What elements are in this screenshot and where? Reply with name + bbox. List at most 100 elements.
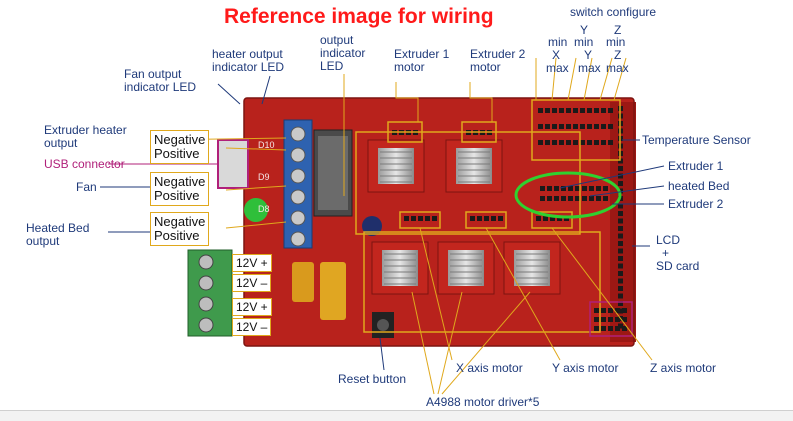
edge-header-pin	[618, 263, 623, 269]
lcd-header-pin	[594, 317, 599, 322]
driver-heatsink	[378, 148, 414, 184]
silk-d10: D10	[258, 140, 275, 150]
lcd-header-pin	[622, 326, 627, 331]
lcd-header-pin	[622, 308, 627, 313]
lcd-header-pin	[601, 326, 606, 331]
power-terminal-screw	[198, 317, 214, 333]
edge-header-pin	[618, 248, 623, 254]
edge-header-pin	[618, 323, 623, 329]
thermistor-pin	[547, 186, 552, 191]
endstop-pin	[538, 108, 543, 113]
edge-header-pin	[618, 256, 623, 261]
thermistor-pin	[568, 186, 573, 191]
endstop-pin	[601, 140, 606, 145]
blue-terminal-screw	[290, 147, 306, 163]
label-y-motor: Y axis motor	[552, 361, 619, 375]
label-heater-led-line2: indicator LED	[212, 60, 285, 74]
edge-header-pin	[618, 286, 623, 291]
lcd-header-pin	[601, 317, 606, 322]
lcd-header-pin	[608, 317, 613, 322]
terminal-bed-pos: Positive	[154, 228, 200, 243]
polyfuse-1	[292, 262, 314, 302]
endstop-min-3: min	[606, 35, 626, 49]
blue-terminal-screw	[290, 168, 306, 184]
lcd-header-pin	[601, 308, 606, 313]
endstop-pin	[580, 140, 585, 145]
power-12v-minus-2: 12V –	[232, 318, 272, 336]
lcd-header-pin	[594, 326, 599, 331]
label-heated-bed: Heated Bed output	[26, 222, 89, 248]
terminal-extruder-heater: Negative Positive	[150, 130, 210, 164]
edge-header-pin	[618, 173, 623, 179]
endstop-max-3: max	[606, 61, 629, 75]
endstop-pin	[587, 108, 592, 113]
z-header-pin	[564, 216, 569, 221]
label-output-led-line3: LED	[320, 59, 344, 73]
blue-terminal-screw	[290, 231, 306, 247]
endstop-pin	[545, 140, 550, 145]
thermistor-pin	[561, 186, 566, 191]
terminal-fan: Negative Positive	[150, 172, 210, 206]
endstop-pin	[552, 108, 557, 113]
label-extruder1-motor-line2: motor	[394, 60, 425, 74]
label-lcd-line2: +	[662, 246, 670, 260]
power-12v-plus-2: 12V +	[232, 298, 272, 316]
y-header-pin	[477, 216, 482, 221]
label-fan-led-line1: Fan output	[124, 67, 182, 81]
endstop-pin	[587, 140, 592, 145]
label-extruder2-motor: Extruder 2 motor	[470, 48, 525, 74]
power-terminal-screw	[198, 296, 214, 312]
label-reset: Reset button	[338, 372, 407, 386]
endstop-pin	[601, 108, 606, 113]
thermistor-highlight	[514, 171, 622, 219]
endstop-pin	[580, 108, 585, 113]
label-fan: Fan	[76, 180, 97, 194]
label-lcd-line1: LCD	[656, 233, 681, 247]
diagram-title: Reference image for wiring	[224, 5, 494, 28]
endstop-z: Z	[614, 48, 622, 62]
thermistor-pin	[603, 186, 608, 191]
lcd-header-pin	[594, 308, 599, 313]
label-extruder-heater-line1: Extruder heater	[44, 123, 127, 137]
thermistor-pin	[575, 196, 580, 201]
endstop-pin	[573, 124, 578, 129]
label-extruder-1: Extruder 1	[668, 159, 724, 173]
power-terminal-screw	[198, 254, 214, 270]
thermistor-pin	[547, 196, 552, 201]
terminal-heated-bed: Negative Positive	[150, 212, 210, 246]
label-lcd-line3: SD card	[656, 259, 700, 273]
endstop-max-2: max	[578, 61, 601, 75]
z-header-pin	[543, 216, 548, 221]
silk-d9: D9	[258, 172, 270, 182]
label-usb-connector: USB connector	[44, 157, 125, 171]
endstop-pin	[552, 140, 557, 145]
thermistor-pin	[554, 186, 559, 191]
label-temp-sensor: Temperature Sensor	[642, 133, 751, 147]
endstop-pin	[601, 124, 606, 129]
thermistor-pin	[596, 186, 601, 191]
x-header-pin	[411, 216, 416, 221]
edge-header-pin	[618, 278, 623, 284]
edge-header-pin	[618, 271, 623, 276]
endstop-pin	[566, 124, 571, 129]
y-header-pin	[484, 216, 489, 221]
label-heated-bed-line2: output	[26, 234, 60, 248]
endstop-pin	[538, 140, 543, 145]
blue-terminal-screw	[290, 189, 306, 205]
label-driver: A4988 motor driver*5	[426, 395, 540, 409]
driver-heatsink	[448, 250, 484, 286]
thermistor-pin	[540, 196, 545, 201]
edge-header-pin	[618, 233, 623, 239]
label-output-led: output indicator LED	[320, 34, 365, 73]
endstop-y-top: Y	[580, 23, 589, 37]
thermistor-pin	[589, 186, 594, 191]
silk-d8: D8	[258, 204, 270, 214]
edge-header-pin	[618, 241, 623, 246]
edge-header-pin	[618, 166, 623, 171]
capacitor	[362, 216, 382, 236]
label-extruder-2: Extruder 2	[668, 197, 724, 211]
endstop-pin	[566, 108, 571, 113]
lcd-header-pin	[608, 326, 613, 331]
edge-header-pin	[618, 211, 623, 216]
